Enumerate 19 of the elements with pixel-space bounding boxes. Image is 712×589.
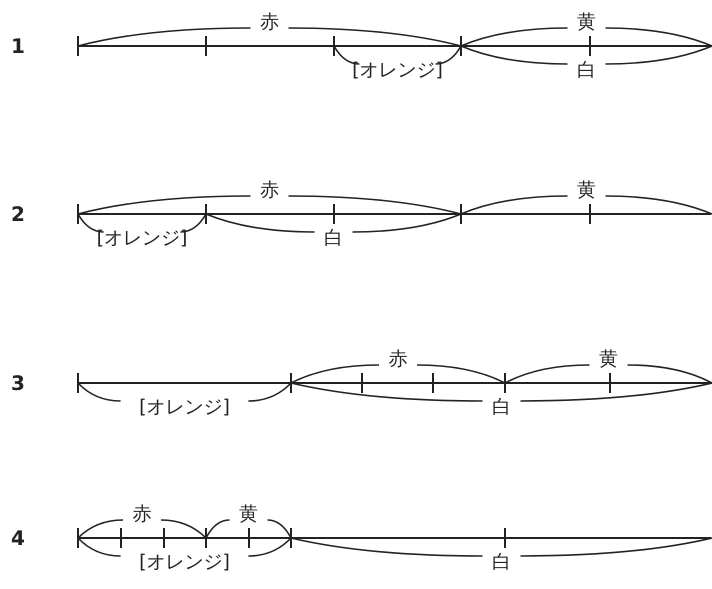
row-number: 4 xyxy=(11,527,25,549)
segment-label: 白 xyxy=(324,227,343,249)
segment-label: 白 xyxy=(577,59,596,81)
row-number: 1 xyxy=(11,35,25,57)
segment-label: [オレンジ] xyxy=(96,227,188,249)
segment-label: 黄 xyxy=(599,348,618,370)
segment-label: 赤 xyxy=(260,11,279,33)
segment-label: 白 xyxy=(492,396,511,418)
segment-label: [オレンジ] xyxy=(139,551,230,573)
row-number: 3 xyxy=(11,372,25,394)
segment-label: 黄 xyxy=(577,179,596,201)
segment-label: [オレンジ] xyxy=(139,396,230,418)
segment-label: 黄 xyxy=(577,11,596,33)
segment-label: 黄 xyxy=(239,503,258,525)
segment-label: 白 xyxy=(492,551,511,573)
row-number: 2 xyxy=(11,203,25,225)
segment-label: 赤 xyxy=(260,179,279,201)
segment-label: 赤 xyxy=(388,348,408,370)
segment-label: 赤 xyxy=(132,503,152,525)
